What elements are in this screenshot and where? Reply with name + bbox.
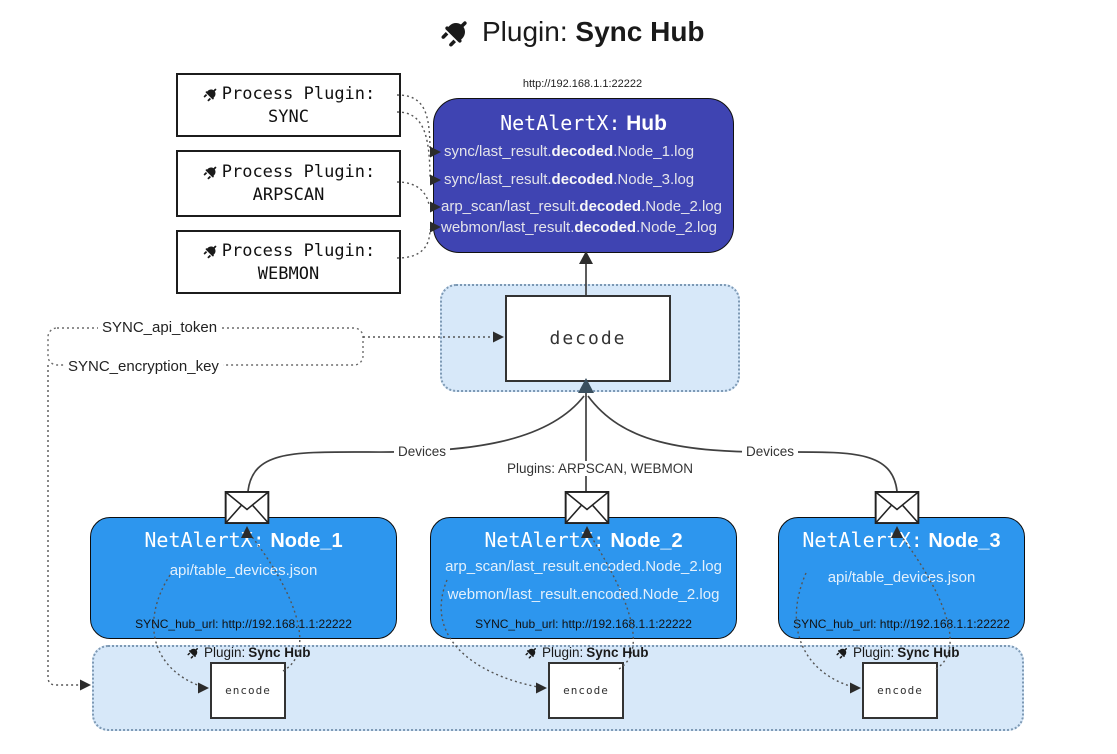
hub-log-line: webmon/last_result.decoded.Node_2.log — [441, 219, 717, 239]
encode-box-2: encode — [548, 662, 624, 719]
node-file: api/table_devices.json — [169, 562, 318, 579]
envelope-icon — [874, 491, 920, 524]
edge-webmon-to-hubline4 — [396, 228, 431, 259]
node1-box: NetAlertX: Node_1 api/table_devices.json… — [90, 517, 397, 639]
node-hub-url: SYNC_hub_url: http://192.168.1.1:22222 — [475, 617, 692, 631]
process-plugin-name: ARPSCAN — [252, 185, 325, 205]
hub-url-label: http://192.168.1.1:22222 — [522, 78, 643, 90]
node2-box: NetAlertX: Node_2 arp_scan/last_result.e… — [430, 517, 737, 639]
hub-log-post: .Node_1.log — [613, 143, 695, 160]
hub-log-bold: decoded — [574, 219, 637, 236]
hub-log-line: sync/last_result.decoded.Node_1.log — [444, 143, 694, 163]
hub-log-bold: decoded — [551, 143, 614, 160]
hub-log-post: .Node_2.log — [641, 198, 722, 215]
node-title-bold: Node_1 — [270, 530, 343, 552]
encode-plugin-prefix: Plugin: — [853, 645, 895, 660]
encode-plugin-prefix: Plugin: — [204, 645, 246, 660]
envelope-icon — [224, 491, 270, 524]
encode-plugin-label-3: Plugin:Sync Hub — [835, 645, 960, 660]
sync-encryption-key-label: SYNC_encryption_key — [64, 358, 223, 375]
hub-log-post: .Node_2.log — [636, 219, 717, 236]
edge-sync-to-hubline2 — [396, 111, 431, 180]
edge-arpscan-to-hubline3 — [396, 181, 430, 206]
node-title: NetAlertX: Node_2 — [431, 528, 736, 553]
plug-icon — [438, 14, 474, 50]
node-title: NetAlertX: Node_1 — [91, 528, 396, 553]
sync-api-token-label: SYNC_api_token — [98, 319, 222, 336]
process-plugin-label: Process Plugin: — [221, 240, 376, 261]
edge-encryptionkey-to-encodepanel — [47, 365, 80, 686]
plug-icon — [201, 84, 220, 103]
edge-sync-to-hubline1 — [396, 94, 431, 152]
hub-log-bold: decoded — [551, 171, 614, 188]
node-file: webmon/last_result.encoded.Node_2.log — [447, 586, 720, 603]
encode-box-3: encode — [862, 662, 938, 719]
hub-log-pre: sync/last_result. — [444, 171, 552, 188]
plugins-label-mid: Plugins: ARPSCAN, WEBMON — [503, 461, 698, 476]
process-plugin-box-webmon: Process Plugin: WEBMON — [176, 230, 401, 294]
hub-title-bold: Hub — [626, 112, 667, 135]
node-file: arp_scan/last_result.encoded.Node_2.log — [445, 558, 722, 575]
encode-box-1: encode — [210, 662, 286, 719]
plug-icon — [835, 645, 850, 660]
node-hub-url: SYNC_hub_url: http://192.168.1.1:22222 — [793, 617, 1010, 631]
node-title-mono: NetAlertX: — [144, 528, 265, 552]
hub-log-line: arp_scan/last_result.decoded.Node_2.log — [441, 198, 722, 218]
plug-icon — [186, 645, 201, 660]
devices-label-right: Devices — [742, 444, 799, 459]
process-plugin-box-arpscan: Process Plugin: ARPSCAN — [176, 150, 401, 217]
envelope-icon — [564, 491, 610, 524]
process-plugin-label: Process Plugin: — [221, 162, 376, 182]
hub-log-line: sync/last_result.decoded.Node_3.log — [444, 171, 694, 191]
node-title-mono: NetAlertX: — [484, 528, 605, 552]
page-title: Plugin: Sync Hub — [438, 14, 705, 50]
devices-label-left: Devices — [394, 444, 451, 459]
encode-plugin-label-1: Plugin:Sync Hub — [186, 645, 311, 660]
process-plugin-box-sync: Process Plugin: SYNC — [176, 73, 401, 137]
hub-log-bold: decoded — [579, 198, 642, 215]
decode-box: decode — [505, 295, 671, 382]
plug-icon — [201, 241, 220, 260]
encode-plugin-label-2: Plugin:Sync Hub — [524, 645, 649, 660]
hub-log-pre: sync/last_result. — [444, 143, 552, 160]
hub-box: NetAlertX: Hub sync/last_result.decoded.… — [433, 98, 734, 253]
node-title: NetAlertX: Node_3 — [779, 528, 1024, 553]
process-plugin-name: SYNC — [268, 106, 309, 127]
encode-plugin-name: Sync Hub — [897, 645, 960, 660]
plug-icon — [201, 163, 220, 181]
node-hub-url: SYNC_hub_url: http://192.168.1.1:22222 — [135, 617, 352, 631]
node-title-bold: Node_2 — [610, 530, 683, 552]
hub-title: NetAlertX: Hub — [434, 111, 733, 136]
hub-log-pre: webmon/last_result. — [441, 219, 575, 236]
page-title-name: Sync Hub — [575, 16, 705, 47]
hub-log-post: .Node_3.log — [613, 171, 695, 188]
process-plugin-label: Process Plugin: — [221, 83, 376, 104]
plug-icon — [524, 645, 539, 660]
encode-plugin-name: Sync Hub — [586, 645, 649, 660]
node-title-mono: NetAlertX: — [802, 528, 923, 552]
encode-plugin-name: Sync Hub — [248, 645, 311, 660]
hub-log-pre: arp_scan/last_result. — [441, 198, 580, 215]
encode-plugin-prefix: Plugin: — [542, 645, 584, 660]
node3-box: NetAlertX: Node_3 api/table_devices.json… — [778, 517, 1025, 639]
hub-title-mono: NetAlertX: — [500, 111, 621, 135]
page-title-prefix: Plugin: — [482, 16, 568, 47]
node-title-bold: Node_3 — [928, 530, 1001, 552]
process-plugin-name: WEBMON — [257, 263, 320, 284]
arrowhead-into-encodepanel — [80, 679, 91, 691]
page-title-text: Plugin: Sync Hub — [482, 16, 705, 48]
node-file: api/table_devices.json — [827, 569, 976, 586]
